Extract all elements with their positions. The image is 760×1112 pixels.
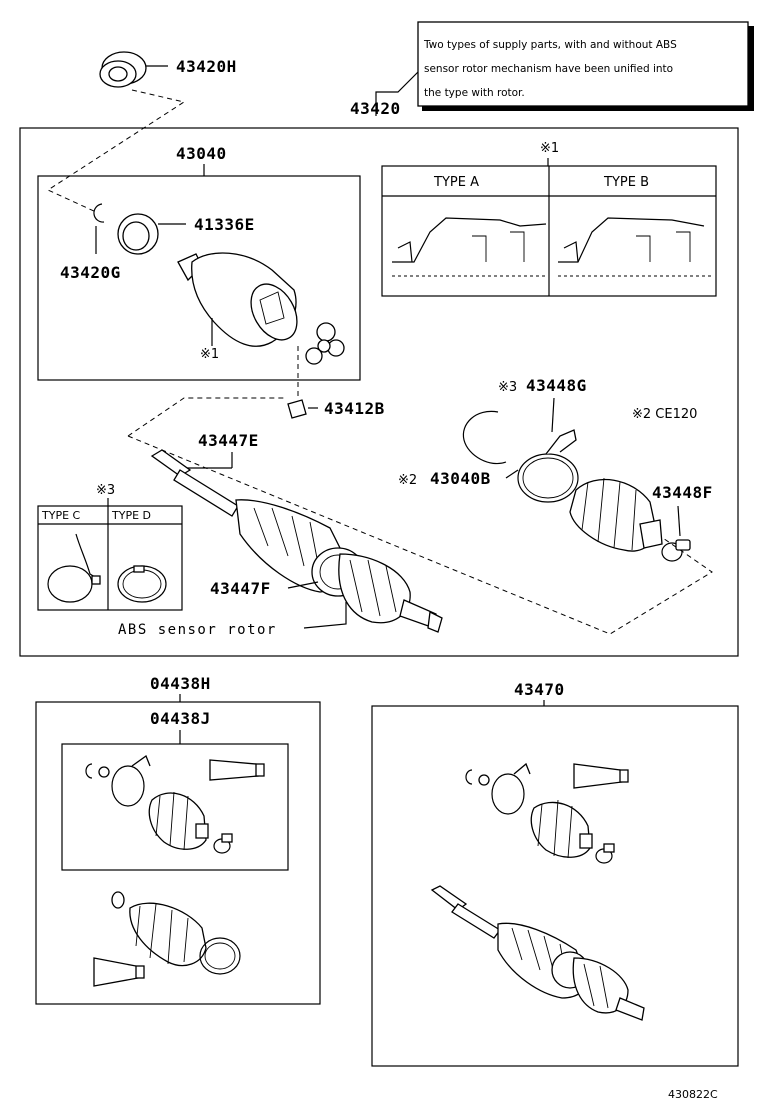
assembly-box-43470 [371, 705, 739, 1067]
clamp-type-c [47, 533, 101, 603]
label-04438J: 04438J [150, 709, 211, 728]
snap-ring-43420G [93, 203, 105, 223]
label-43420G: 43420G [60, 263, 121, 282]
mark-1-inner: ※1 [200, 347, 219, 362]
label-type-d: TYPE D [111, 509, 151, 522]
inboard-joint-housing [177, 252, 298, 347]
type-a-section [392, 217, 547, 277]
mark-3-top: ※3 [498, 380, 517, 395]
clamp-43448F [661, 539, 691, 562]
drive-shaft-43470 [430, 885, 645, 1021]
clip-43412B [287, 399, 307, 419]
label-43470: 43470 [514, 680, 565, 699]
note-line-1: Two types of supply parts, with and with… [423, 39, 677, 51]
label-abs-sensor-rotor: ABS sensor rotor [118, 622, 277, 638]
seal-41336E [117, 213, 159, 255]
label-04438H: 04438H [150, 674, 211, 693]
subassembly-box-43040 [37, 175, 361, 381]
label-43420H: 43420H [176, 57, 237, 76]
dash-43420H [46, 89, 186, 213]
note-box: Two types of supply parts, with and with… [417, 21, 754, 111]
mark-3-left: ※3 [96, 483, 115, 498]
label-43412B: 43412B [324, 399, 385, 418]
clamp-43448G [517, 429, 579, 503]
note-line-2: sensor rotor mechanism have been unified… [424, 63, 673, 75]
assembly-43470-parts [465, 762, 629, 864]
mark-1-types: ※1 [540, 141, 559, 156]
type-b-section [558, 217, 712, 277]
drive-shaft [150, 449, 443, 633]
note-line-3: the type with rotor. [424, 87, 525, 99]
assembly-box-43420 [19, 127, 739, 657]
label-41336E: 41336E [194, 215, 255, 234]
kit-box-04438J [61, 743, 289, 871]
label-43040B: 43040B [430, 469, 491, 488]
diagram-code: 430822C [668, 1088, 718, 1101]
label-type-c: TYPE C [41, 509, 81, 522]
kit-box-04438H [35, 701, 321, 1005]
label-43447E: 43447E [198, 431, 259, 450]
snap-ring-43040B [462, 410, 507, 465]
label-type-a: TYPE A [433, 175, 479, 190]
dash-shaft-group [127, 435, 713, 635]
oil-seal-43420H [99, 51, 147, 88]
type-cd-box [37, 505, 183, 611]
tripod-spider [305, 322, 345, 365]
label-type-b: TYPE B [603, 175, 649, 190]
label-ce120: ※2 CE120 [632, 407, 697, 422]
label-43448G: 43448G [526, 376, 587, 395]
clamp-type-d [117, 565, 167, 603]
kit-04438J-parts [85, 754, 265, 854]
label-43040: 43040 [176, 144, 227, 163]
label-43447F: 43447F [210, 579, 271, 598]
boot-43447 [569, 477, 663, 552]
note-leader [375, 71, 419, 116]
label-43420: 43420 [350, 99, 401, 118]
kit-04438H-parts [93, 891, 241, 987]
mark-2: ※2 [398, 473, 417, 488]
label-43448F: 43448F [652, 483, 713, 502]
